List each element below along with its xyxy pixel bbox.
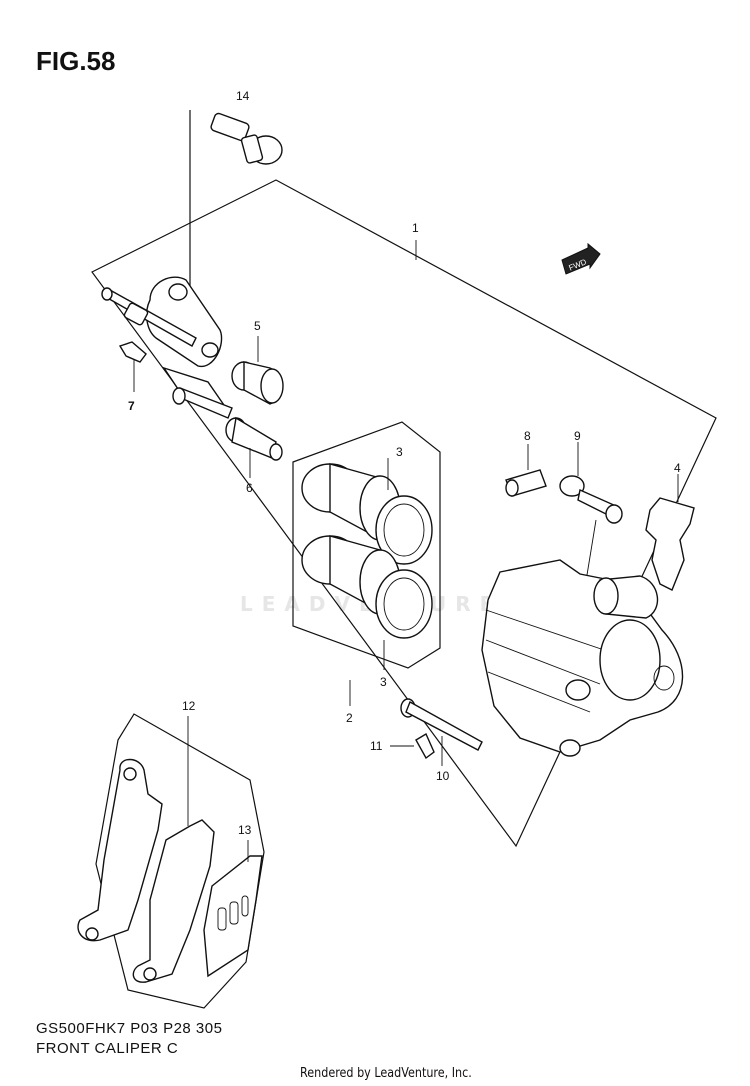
pad-hole-12a xyxy=(123,767,137,781)
callout-2: 2 xyxy=(346,711,353,725)
slide-pin xyxy=(162,366,233,419)
bolt-part-14 xyxy=(210,112,283,165)
pipe-part-9 xyxy=(559,475,623,524)
clip-part-7 xyxy=(118,341,147,363)
model-line: GS500FHK7 P03 P28 305 xyxy=(36,1020,223,1037)
callout-5: 5 xyxy=(254,319,261,333)
callout-4: 4 xyxy=(674,461,681,475)
spring-part-4 xyxy=(645,497,695,591)
shim-part-13 xyxy=(203,855,263,978)
pin-part-6 xyxy=(225,416,283,461)
callout-7: 7 xyxy=(128,399,135,413)
callout-13: 13 xyxy=(238,823,252,837)
callout-11: 11 xyxy=(370,739,383,753)
callout-9: 9 xyxy=(574,429,581,443)
clip-part-11 xyxy=(415,732,435,760)
boot-part-5 xyxy=(231,361,284,405)
seal-upper xyxy=(375,495,433,565)
figure-label: FIG.58 xyxy=(36,46,116,76)
callout-8: 8 xyxy=(524,429,531,443)
pin-part-10 xyxy=(400,698,483,751)
pad-part-12-outer xyxy=(77,758,163,942)
callout-1: 1 xyxy=(412,221,419,235)
callout-3a: 3 xyxy=(396,445,403,459)
assembly-outline xyxy=(91,179,717,848)
pad-hole-12b xyxy=(85,927,99,941)
part-name: FRONT CALIPER C xyxy=(36,1040,179,1057)
pad-hole-12c xyxy=(143,967,157,981)
seal-lower xyxy=(375,569,433,639)
fwd-arrow-icon: FWD xyxy=(561,242,601,275)
callout-14: 14 xyxy=(236,89,250,103)
piston-group-outline xyxy=(292,421,441,669)
callout-10: 10 xyxy=(436,769,450,783)
callout-12: 12 xyxy=(182,699,196,713)
caliper-bracket xyxy=(101,276,223,367)
rendered-by-credit: Rendered by LeadVenture, Inc. xyxy=(300,1066,472,1081)
pad-part-12-inner xyxy=(132,819,215,983)
callout-6: 6 xyxy=(246,481,253,495)
bleeder-part-8 xyxy=(505,469,547,497)
caliper-body xyxy=(481,559,684,757)
callout-3b: 3 xyxy=(380,675,387,689)
